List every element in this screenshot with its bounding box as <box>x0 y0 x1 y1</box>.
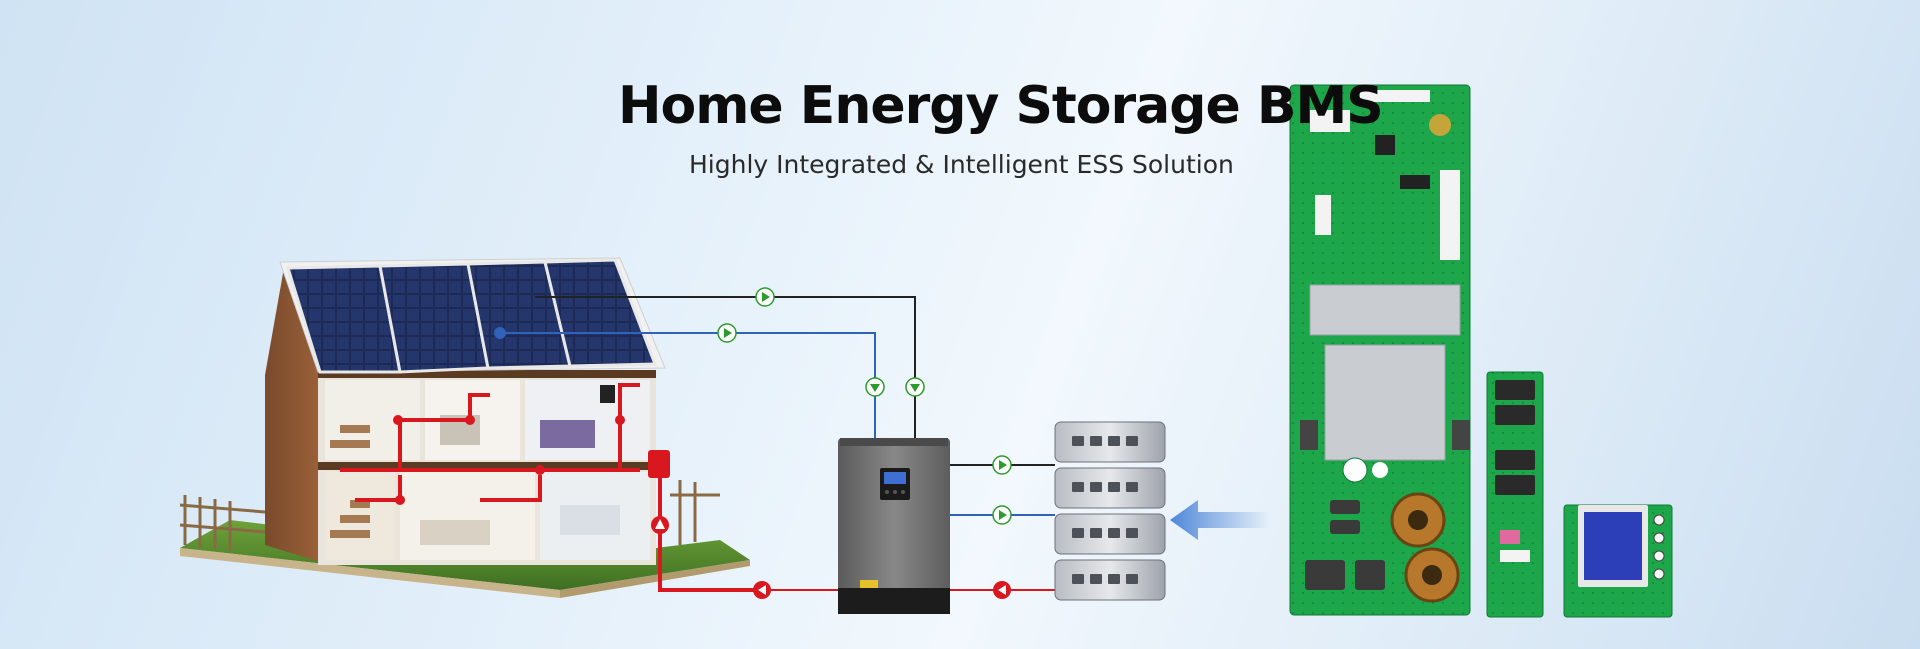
bms-lcd-display-board <box>1563 504 1673 618</box>
hybrid-inverter <box>838 438 950 614</box>
battery-stack <box>1054 421 1166 601</box>
down-triangle-icon <box>865 377 885 397</box>
play-triangle-icon <box>755 287 775 307</box>
play-triangle-icon <box>992 455 1012 475</box>
down-triangle-icon <box>905 377 925 397</box>
page-title: Home Energy Storage BMS <box>618 76 1384 136</box>
left-arrow-circle-icon <box>753 581 771 599</box>
bms-communication-board <box>1486 371 1544 618</box>
play-triangle-icon <box>992 505 1012 525</box>
play-triangle-icon <box>717 323 737 343</box>
load-up-arrow-icon <box>651 516 669 534</box>
page-subtitle: Highly Integrated & Intelligent ESS Solu… <box>689 150 1234 179</box>
dc-line <box>500 332 876 440</box>
big-left-arrow-icon <box>1170 500 1270 540</box>
left-arrow-circle-icon <box>993 581 1011 599</box>
solar-panels <box>285 258 658 374</box>
bms-main-board <box>1289 84 1471 616</box>
house-cutaway <box>179 257 760 598</box>
